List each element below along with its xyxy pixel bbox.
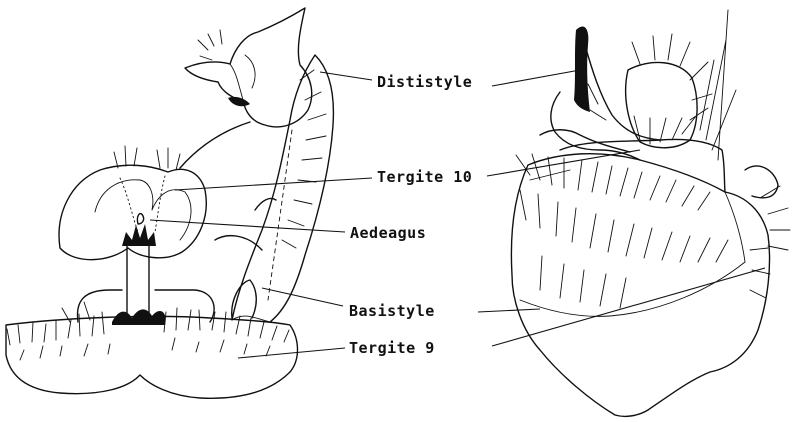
left-tergite-9-plate [6,316,298,398]
right-setae [516,10,790,308]
leader-tergite10-left [175,178,372,190]
left-dorsal-view [6,8,333,398]
label-tergite-10: Tergite 10 [377,168,472,186]
left-connecting-stalk [180,122,250,168]
left-aedeagus-head [122,224,156,246]
label-dististyle: Dististyle [377,73,472,91]
right-main-body [511,154,769,417]
left-aedeagus-base-dark [112,309,166,325]
left-basistyle-dashed-line [268,130,292,300]
right-dististyle-stem [585,45,660,140]
right-dististyle-band [560,139,725,192]
label-aedeagus: Aedeagus [350,224,426,242]
right-inner-curve [520,262,745,316]
leader-dististyle-right [492,70,580,86]
leader-basistyle-right [478,309,540,312]
leader-lines [150,70,765,358]
left-tergite-10-dotted [120,176,165,232]
label-tergite-9: Tergite 9 [349,339,435,357]
leader-tergite10-right [487,150,640,176]
left-dististyle-dark-tip [228,97,250,106]
left-aedeagus-tip [137,214,143,224]
right-lateral-view [511,10,790,416]
left-small-spine [255,198,276,210]
right-lobe-edge [725,192,745,262]
right-small-lobe [745,166,778,198]
right-dististyle-claw [574,26,590,112]
label-basistyle: Basistyle [349,302,435,320]
leader-tergite9-right [492,268,765,346]
leader-tergite9-left [238,348,345,358]
left-lateral-lobe [232,280,257,318]
left-dististyle-inner [230,55,255,100]
left-setae [7,30,326,360]
labels: Dististyle Tergite 10 Aedeagus Basistyle… [349,73,472,357]
left-basistyle-lobe [232,55,333,322]
leader-basistyle-left [262,288,343,306]
